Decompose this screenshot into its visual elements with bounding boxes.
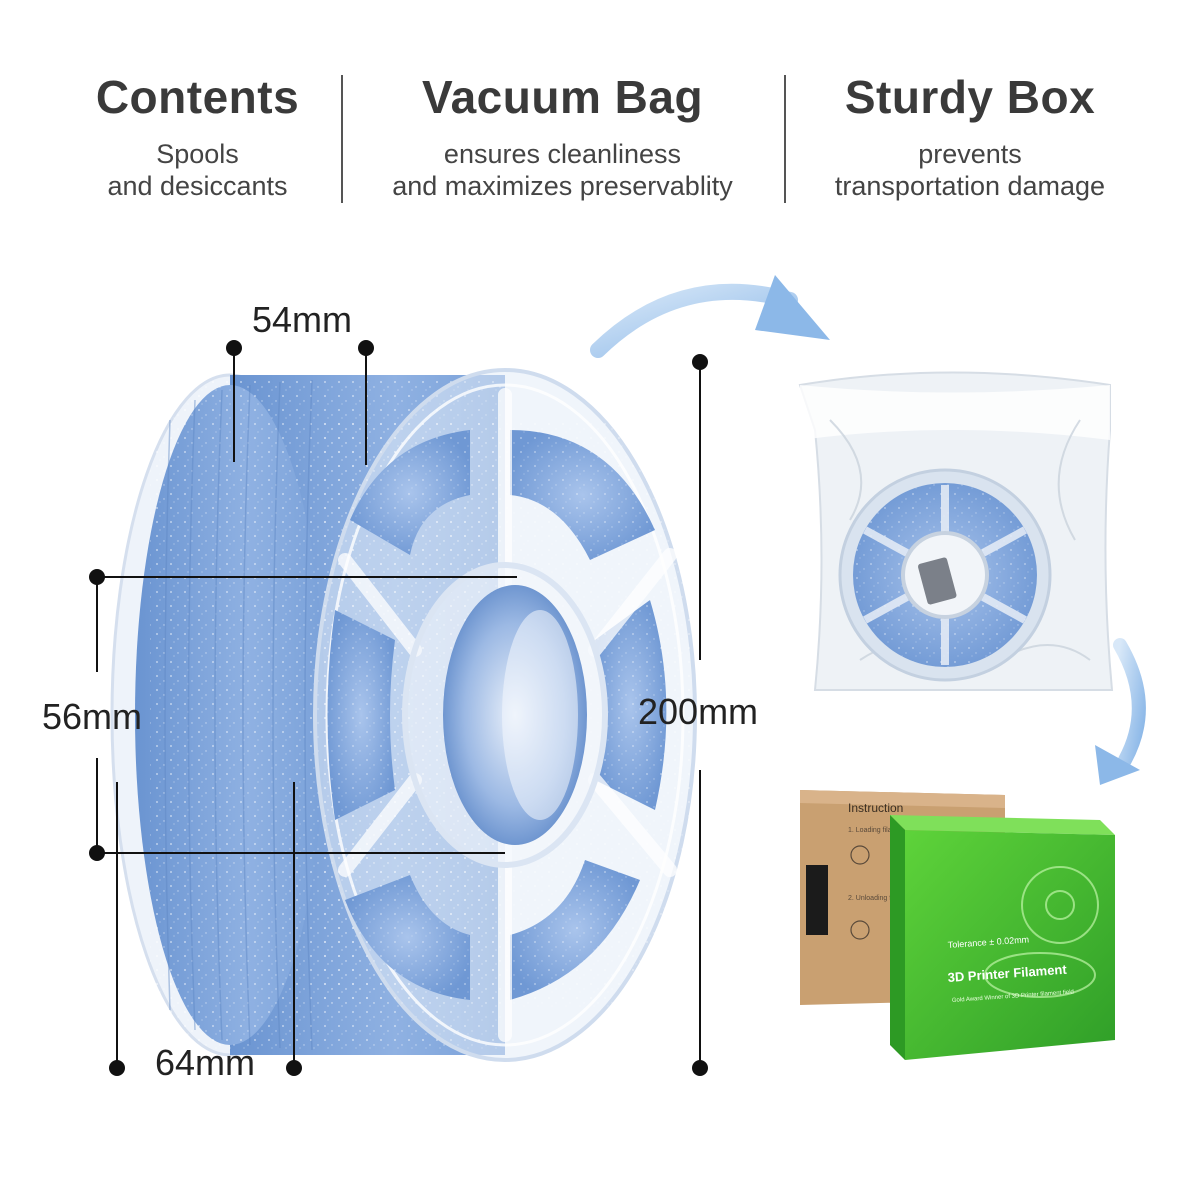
flow-arrow-icon xyxy=(590,275,830,358)
box-instruction-step: 1. Loading filament xyxy=(848,827,907,834)
feature-title: Sturdy Box xyxy=(844,71,1096,123)
feature-description: ensures cleanliness and maximizes preser… xyxy=(392,139,733,201)
dimension-label-diameter: 200mm xyxy=(638,691,759,732)
dimension-label-hub: 56mm xyxy=(42,696,143,737)
box-instruction-title: Instruction xyxy=(848,801,903,815)
dimension-lines xyxy=(89,340,708,1076)
dimension-label-width-top: 54mm xyxy=(252,299,353,340)
feature-description: prevents transportation damage xyxy=(834,139,1106,201)
flow-arrow-icon xyxy=(1095,638,1146,785)
feature-contents: Contents Spools and desiccants xyxy=(40,70,355,202)
vacuum-bag-image xyxy=(798,371,1114,691)
packaging-box-image: Instruction 1. Loading filament 2. Unloa… xyxy=(800,790,1115,1060)
feature-sturdy-box: Sturdy Box prevents transportation damag… xyxy=(800,70,1140,202)
dimension-label-width-bottom: 64mm xyxy=(155,1042,256,1083)
product-illustration: Instruction 1. Loading filament 2. Unloa… xyxy=(89,275,1146,1076)
header-divider xyxy=(341,75,343,203)
box-instruction-step: 2. Unloading filament xyxy=(848,895,914,902)
feature-title: Contents xyxy=(95,71,300,123)
filament-spool xyxy=(110,368,697,1062)
feature-description: Spools and desiccants xyxy=(107,139,288,201)
feature-title: Vacuum Bag xyxy=(421,71,704,123)
header-divider xyxy=(784,75,786,203)
feature-vacuum-bag: Vacuum Bag ensures cleanliness and maxim… xyxy=(360,70,765,202)
features-header: Contents Spools and desiccants Vacuum Ba… xyxy=(0,0,1200,230)
